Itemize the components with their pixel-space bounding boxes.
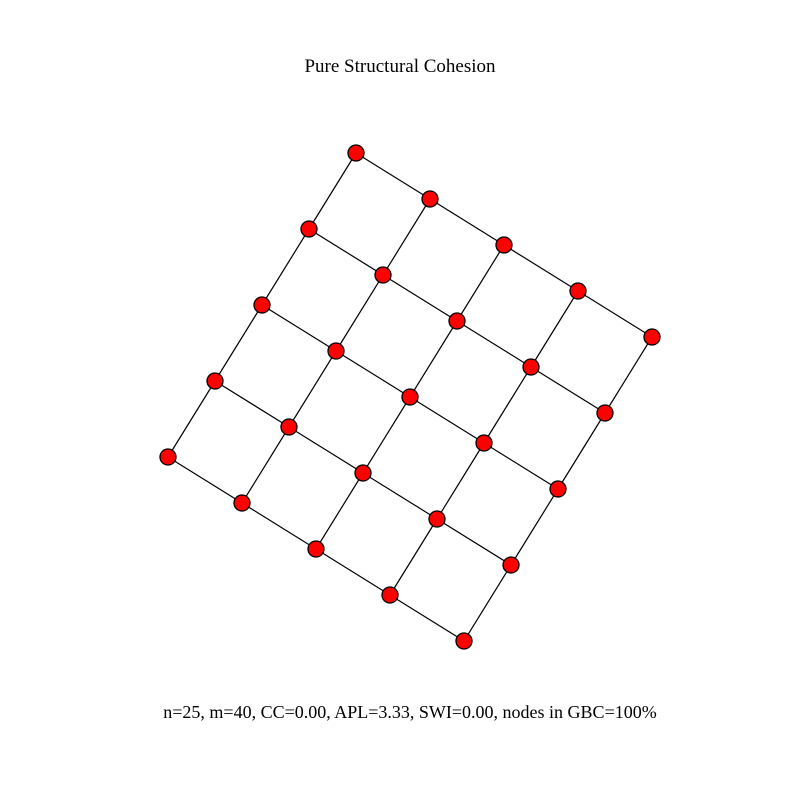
graph-node	[596, 404, 614, 422]
chart-title: Pure Structural Cohesion	[304, 56, 496, 77]
graph-node	[206, 372, 224, 390]
graph-edge	[483, 442, 559, 490]
graph-edge	[214, 380, 290, 428]
graph-edge	[436, 442, 485, 520]
graph-edge	[335, 274, 384, 352]
graph-node	[347, 144, 365, 162]
graph-node	[495, 236, 513, 254]
graph-node	[327, 342, 345, 360]
graph-node	[253, 296, 271, 314]
graph-node	[428, 510, 446, 528]
graph-node	[569, 282, 587, 300]
graph-edge	[382, 274, 458, 322]
graph-edge	[456, 244, 505, 322]
graph-edge	[308, 228, 384, 276]
node-layer	[159, 144, 661, 650]
graph-edge	[355, 152, 431, 200]
graph-edge	[483, 366, 532, 444]
graph-edge	[530, 366, 606, 414]
graph-edge	[557, 412, 606, 490]
graph-edge	[315, 548, 391, 596]
graph-edge	[362, 396, 411, 474]
graph-node	[643, 328, 661, 346]
graph-node	[307, 540, 325, 558]
graph-edge	[409, 320, 458, 398]
graph-edge	[241, 502, 317, 550]
graph-edge	[167, 456, 243, 504]
graph-node	[300, 220, 318, 238]
graph-edge	[315, 472, 364, 550]
graph-node	[502, 556, 520, 574]
graph-edge	[577, 290, 653, 338]
graph-edge	[456, 320, 532, 368]
graph-node	[159, 448, 177, 466]
graph-node	[381, 586, 399, 604]
graph-node	[455, 632, 473, 650]
graph-edge	[362, 472, 438, 520]
graph-edge	[214, 304, 263, 382]
graph-edge	[308, 152, 357, 230]
graph-edge	[503, 244, 579, 292]
graph-node	[549, 480, 567, 498]
graph-node	[354, 464, 372, 482]
graph-edge	[389, 518, 438, 596]
graph-edge	[436, 518, 512, 566]
graph-node	[475, 434, 493, 452]
graph-edge	[510, 488, 559, 566]
graph-node	[233, 494, 251, 512]
graph-node	[280, 418, 298, 436]
graph-edge	[288, 426, 364, 474]
graph-node	[522, 358, 540, 376]
graph-edge	[389, 594, 465, 642]
graph-edge	[530, 290, 579, 368]
graph-node	[374, 266, 392, 284]
graph-node	[421, 190, 439, 208]
graph-edge	[241, 426, 290, 504]
graph-edge	[382, 198, 431, 276]
graph-edge	[167, 380, 216, 458]
graph-edge	[429, 198, 505, 246]
graph-edge	[261, 228, 310, 306]
graph-node	[401, 388, 419, 406]
graph-edge	[604, 336, 653, 414]
graph-node	[448, 312, 466, 330]
graph-edge	[261, 304, 337, 352]
graph-edge	[409, 396, 485, 444]
graph-edge	[463, 564, 512, 642]
edge-layer	[167, 152, 653, 642]
graph-edge	[288, 350, 337, 428]
graph-statistics: n=25, m=40, CC=0.00, APL=3.33, SWI=0.00,…	[163, 702, 657, 722]
graph-edge	[335, 350, 411, 398]
